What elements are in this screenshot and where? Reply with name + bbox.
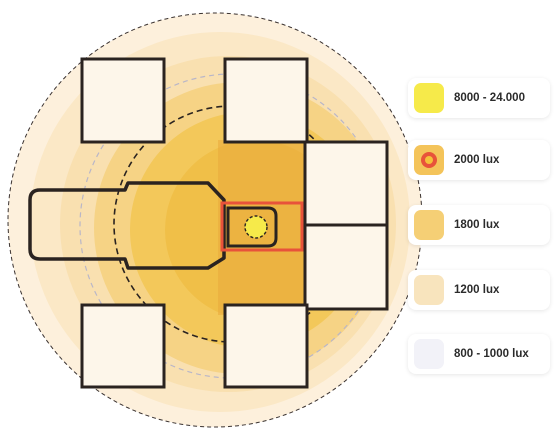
legend-item-1800: 1800 lux <box>408 205 550 245</box>
legend-item-2000: 2000 lux <box>408 140 550 180</box>
legend-swatch-800 <box>414 339 444 369</box>
legend-item-800: 800 - 1000 lux <box>408 334 550 374</box>
panel-top-left <box>80 57 166 144</box>
legend-label-2000: 2000 lux <box>454 154 500 166</box>
light-spot <box>244 215 268 239</box>
head-rest <box>226 206 278 248</box>
legend-label-1200: 1200 lux <box>454 284 500 296</box>
legend-swatch-1200 <box>414 275 444 305</box>
panel-bottom-right <box>223 303 309 389</box>
head-highlight <box>220 201 304 252</box>
operating-table <box>28 181 226 270</box>
legend-swatch-2000 <box>414 145 444 175</box>
legend-item-8000: 8000 - 24.000 <box>408 78 550 118</box>
panel-top-right <box>223 57 309 144</box>
legend-swatch-8000 <box>414 83 444 113</box>
legend-label-800: 800 - 1000 lux <box>454 348 529 360</box>
panel-bottom-left <box>80 303 166 389</box>
legend-label-1800: 1800 lux <box>454 219 500 231</box>
legend-item-1200: 1200 lux <box>408 270 550 310</box>
legend-label-8000: 8000 - 24.000 <box>454 92 525 104</box>
target-icon <box>421 152 437 168</box>
legend-swatch-1800 <box>414 210 444 240</box>
